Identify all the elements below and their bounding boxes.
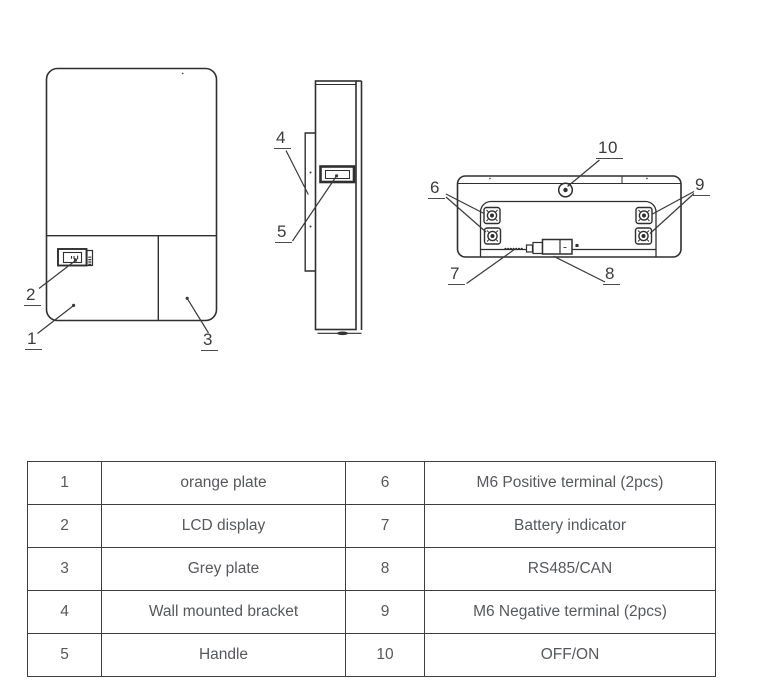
m6-positive-terminal (483, 206, 501, 225)
leader-line-3 (186, 298, 210, 334)
part-desc-cell: M6 Positive terminal (2pcs) (424, 461, 716, 505)
part-desc-cell: OFF/ON (424, 633, 716, 677)
bracket-hole (309, 225, 312, 228)
leader-line-4 (285, 150, 309, 195)
back-panel-outline (456, 175, 682, 258)
leader-line-9b (649, 193, 695, 234)
part-number-cell: 9 (345, 590, 425, 634)
part-desc-cell: orange plate (101, 461, 346, 505)
part-desc-cell: Handle (101, 633, 346, 677)
part-number-cell: 6 (345, 461, 425, 505)
leader-line-6a (445, 193, 485, 215)
side-body-outline (314, 80, 357, 331)
m6-negative-terminal (634, 227, 653, 245)
leader-line-9a (652, 190, 695, 215)
back-view (445, 159, 695, 284)
table-row: 2 LCD display 7 Battery indicator (27, 504, 716, 548)
part-number-cell: 8 (345, 547, 425, 591)
leader-line-7 (466, 249, 515, 284)
leader-line-5 (292, 175, 337, 242)
callout-label-1: 1 (25, 330, 42, 350)
m6-terminals (483, 206, 653, 245)
wall-mounted-bracket (304, 132, 316, 272)
lcd-display (57, 248, 94, 267)
part-desc-cell: Wall mounted bracket (101, 590, 346, 634)
rs485-can-connector (525, 238, 579, 255)
table-row: 5 Handle 10 OFF/ON (27, 633, 716, 677)
parts-table: 1 orange plate 6 M6 Positive terminal (2… (27, 461, 716, 677)
front-leader-lines (37, 258, 210, 334)
part-number-cell: 2 (27, 504, 102, 548)
leader-line-8 (553, 255, 606, 283)
callout-label-2: 2 (24, 286, 41, 306)
leader-line-10 (567, 159, 600, 187)
callout-label-8: 8 (603, 265, 620, 285)
leader-line-1 (37, 305, 74, 334)
power-button (557, 182, 574, 198)
part-desc-cell: M6 Negative terminal (2pcs) (424, 590, 716, 634)
callout-label-6: 6 (428, 179, 445, 199)
table-row: 4 Wall mounted bracket 9 M6 Negative ter… (27, 590, 716, 634)
leader-line-6b (445, 196, 487, 233)
callout-label-7: 7 (448, 265, 465, 285)
leader-line-2 (38, 260, 76, 289)
part-number-cell: 10 (345, 633, 425, 677)
front-panel-outline (45, 67, 218, 322)
panel-speck (181, 72, 184, 75)
lcd-side-connector (86, 249, 94, 267)
part-number-cell: 7 (345, 504, 425, 548)
front-view (37, 67, 218, 334)
part-desc-cell: Battery indicator (424, 504, 716, 548)
side-view (285, 80, 363, 336)
callout-label-4: 4 (274, 129, 291, 149)
bottom-foot (337, 331, 348, 336)
lcd-glyph (70, 255, 79, 260)
callout-label-5: 5 (275, 223, 292, 243)
table-row: 3 Grey plate 8 RS485/CAN (27, 547, 716, 591)
part-number-cell: 3 (27, 547, 102, 591)
table-row: 1 orange plate 6 M6 Positive terminal (2… (27, 461, 716, 505)
part-number-cell: 5 (27, 633, 102, 677)
diagram-canvas (37, 67, 695, 336)
handle (319, 165, 356, 184)
part-desc-cell: Grey plate (101, 547, 346, 591)
callout-label-10: 10 (596, 139, 623, 159)
m6-positive-terminal (483, 227, 502, 245)
callout-label-9: 9 (693, 176, 710, 196)
side-leader-lines (285, 150, 339, 242)
battery-indicator-leds (504, 247, 523, 250)
bracket-hole (309, 171, 312, 174)
part-desc-cell: RS485/CAN (424, 547, 716, 591)
terminal-recess-panel (479, 200, 657, 257)
part-number-cell: 4 (27, 590, 102, 634)
part-desc-cell: LCD display (101, 504, 346, 548)
part-number-cell: 1 (27, 461, 102, 505)
callout-label-3: 3 (201, 331, 218, 351)
back-leader-lines (445, 159, 695, 284)
m6-negative-terminal (635, 206, 653, 225)
